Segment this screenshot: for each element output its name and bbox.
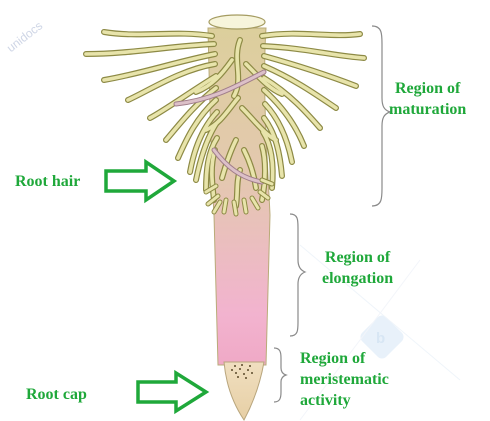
label-region-maturation-line2: maturation — [389, 99, 466, 120]
label-root-cap: Root cap — [26, 384, 87, 405]
label-region-elongation: Region of elongation — [322, 247, 393, 289]
brace-elongation — [290, 214, 305, 336]
root-cap-arrow — [138, 373, 206, 411]
label-region-maturation-line1: Region of — [389, 78, 466, 99]
label-region-meristematic: Region of meristematic activity — [300, 348, 389, 411]
root-hair-arrow — [106, 162, 174, 200]
brace-maturation — [372, 26, 390, 206]
root-cap-shape — [224, 362, 264, 420]
label-region-elongation-line1: Region of — [322, 247, 393, 268]
label-region-meristematic-line2: meristematic — [300, 369, 389, 390]
label-region-meristematic-line3: activity — [300, 390, 389, 411]
brace-meristematic — [274, 348, 286, 402]
label-root-hair: Root hair — [15, 171, 80, 192]
label-region-meristematic-line1: Region of — [300, 348, 389, 369]
label-region-maturation: Region of maturation — [389, 78, 466, 120]
root-top-cut — [209, 15, 265, 29]
label-region-elongation-line2: elongation — [322, 268, 393, 289]
svg-text:b: b — [376, 330, 385, 347]
